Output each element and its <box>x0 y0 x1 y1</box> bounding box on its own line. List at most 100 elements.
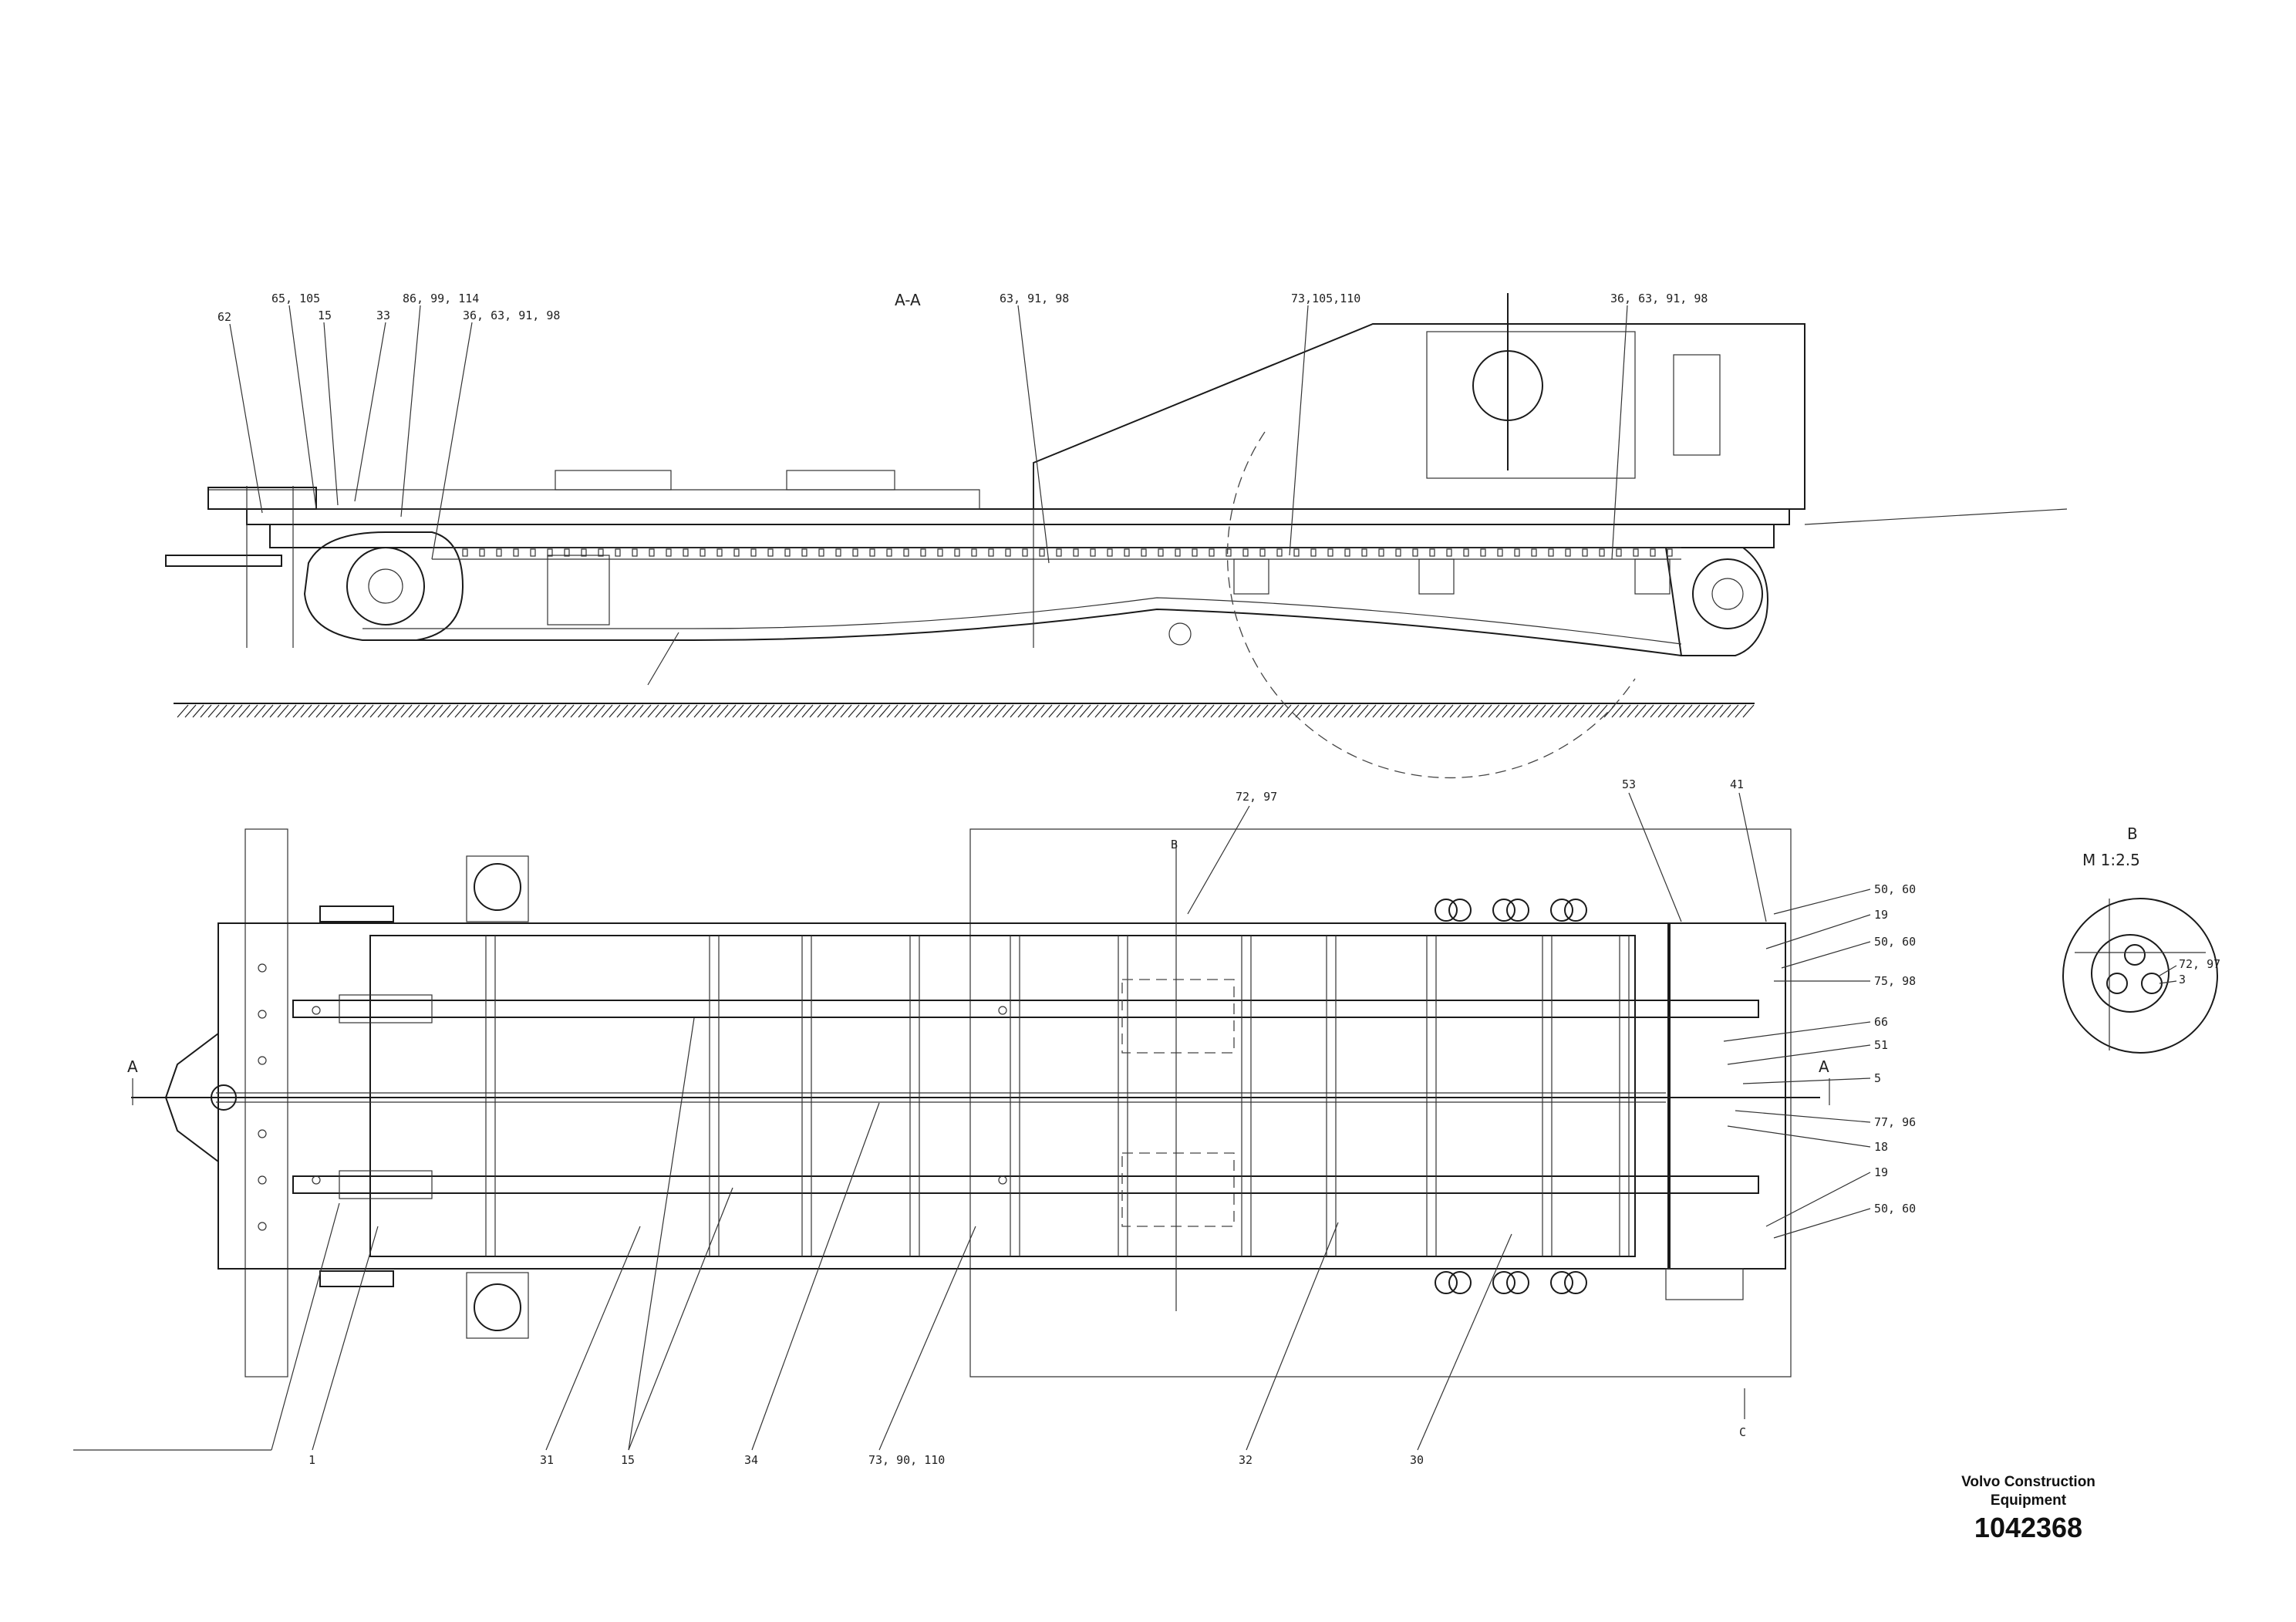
bolt-mark <box>1446 548 1452 557</box>
hatch-line <box>1387 704 1400 718</box>
bolt-marker <box>258 1175 267 1185</box>
detail-bolt-1 <box>2106 973 2128 994</box>
bolt-marker <box>998 1006 1007 1015</box>
bolt-mark <box>886 548 892 557</box>
callout: 50, 60 <box>1874 935 1916 949</box>
hatch-line <box>1310 704 1323 718</box>
hatch-line <box>801 704 814 718</box>
callout: 41 <box>1730 777 1744 791</box>
hatch-line <box>670 704 683 718</box>
bolt-mark <box>632 548 638 557</box>
deck-plate <box>555 470 672 491</box>
front-idler-wheel <box>346 547 425 626</box>
front-idler-hub <box>368 568 403 604</box>
wheel-circle-bottom <box>1550 1271 1573 1294</box>
bolt-mark <box>852 548 858 557</box>
callout: 63, 91, 98 <box>1000 292 1069 305</box>
plan-right-callouts: 50, 60 19 50, 60 75, 98 66 51 5 77, 96 1… <box>1874 882 1916 1216</box>
deck-top <box>207 489 980 510</box>
bolt-mark <box>1192 548 1198 557</box>
cross-member-box <box>1634 558 1671 595</box>
hatch-line <box>215 704 228 718</box>
bolt-mark <box>1429 548 1435 557</box>
hatch-line <box>909 704 922 718</box>
hatch-line <box>346 704 359 718</box>
bolt-mark <box>835 548 841 557</box>
cross-member-box <box>547 555 610 626</box>
hatch-line <box>1094 704 1107 718</box>
bolt-mark <box>1226 548 1232 557</box>
hatch-line <box>1303 704 1315 718</box>
hatch-line <box>1480 704 1492 718</box>
section-mark-a-left: A <box>127 1057 138 1076</box>
hatch-line <box>755 704 767 718</box>
hatch-line <box>948 704 960 718</box>
callout: 1 <box>308 1453 315 1467</box>
hatch-line <box>655 704 667 718</box>
hatch-line <box>1573 704 1585 718</box>
deck-plate <box>786 470 895 491</box>
hatch-line <box>192 704 204 718</box>
hatch-line <box>1742 704 1755 718</box>
hatch-line <box>863 704 875 718</box>
hatch-line <box>485 704 497 718</box>
bolt-marker <box>258 1056 267 1065</box>
hatch-line <box>1519 704 1531 718</box>
hatch-line <box>369 704 382 718</box>
hatch-line <box>1681 704 1693 718</box>
drawing-number: 1042368 <box>1974 1512 2083 1543</box>
bolt-mark <box>1599 548 1605 557</box>
bolt-mark <box>954 548 960 557</box>
callout: 5 <box>1874 1071 1881 1085</box>
detail-b-view: B M 1:2.5 72, 97 3 <box>2062 824 2220 1054</box>
hatch-line <box>1380 704 1392 718</box>
hatch-line <box>531 704 544 718</box>
hatch-line <box>1534 704 1546 718</box>
hatch-line <box>1372 704 1384 718</box>
callout: 50, 60 <box>1874 1202 1916 1216</box>
section-a-a-label: A-A <box>895 291 921 309</box>
hatch-line <box>609 704 621 718</box>
hatch-line <box>377 704 389 718</box>
hatch-line <box>477 704 490 718</box>
hatch-line <box>1110 704 1122 718</box>
hatch-line <box>1588 704 1600 718</box>
callout: 77, 96 <box>1874 1115 1916 1129</box>
main-frame-outline <box>217 922 1669 1270</box>
hatch-line <box>1102 704 1114 718</box>
hatch-line <box>562 704 575 718</box>
hatch-line <box>246 704 258 718</box>
hatch-line <box>1256 704 1269 718</box>
hatch-line <box>1202 704 1215 718</box>
lower-frame-rail <box>269 524 1775 548</box>
hatch-line <box>794 704 806 718</box>
bolt-mark <box>1090 548 1096 557</box>
side-bolt-row <box>462 548 1673 557</box>
hatch-line <box>1241 704 1253 718</box>
side-lug-bore-bottom <box>474 1283 521 1331</box>
hatch-line <box>501 704 513 718</box>
bolt-mark <box>1276 548 1283 557</box>
hatch-line <box>385 704 397 718</box>
hatch-line <box>1326 704 1338 718</box>
side-view: A-A 62 65, 105 15 33 86, 99, 114 36, 63,… <box>165 291 2068 779</box>
track-lower-run <box>362 608 1682 656</box>
callout: 72, 97 <box>1236 790 1277 804</box>
center-hanger-pin <box>1168 622 1192 646</box>
side-lug-bottom <box>466 1272 529 1339</box>
bolt-mark <box>649 548 655 557</box>
wheel-circle-bottom <box>1435 1271 1458 1294</box>
hatch-line <box>1565 704 1577 718</box>
front-drawbar <box>207 487 317 510</box>
hatch-line <box>1719 704 1731 718</box>
hatch-line <box>817 704 829 718</box>
callout: 31 <box>540 1453 554 1467</box>
hatch-line <box>1426 704 1438 718</box>
rear-drive-hub <box>1711 578 1744 610</box>
cross-member-box <box>1233 558 1269 595</box>
hatch-line <box>400 704 413 718</box>
rear-wheel-guard <box>1664 547 1768 656</box>
rear-body-housing <box>1033 323 1805 510</box>
hatch-line <box>1002 704 1014 718</box>
callout: 32 <box>1239 1453 1253 1467</box>
